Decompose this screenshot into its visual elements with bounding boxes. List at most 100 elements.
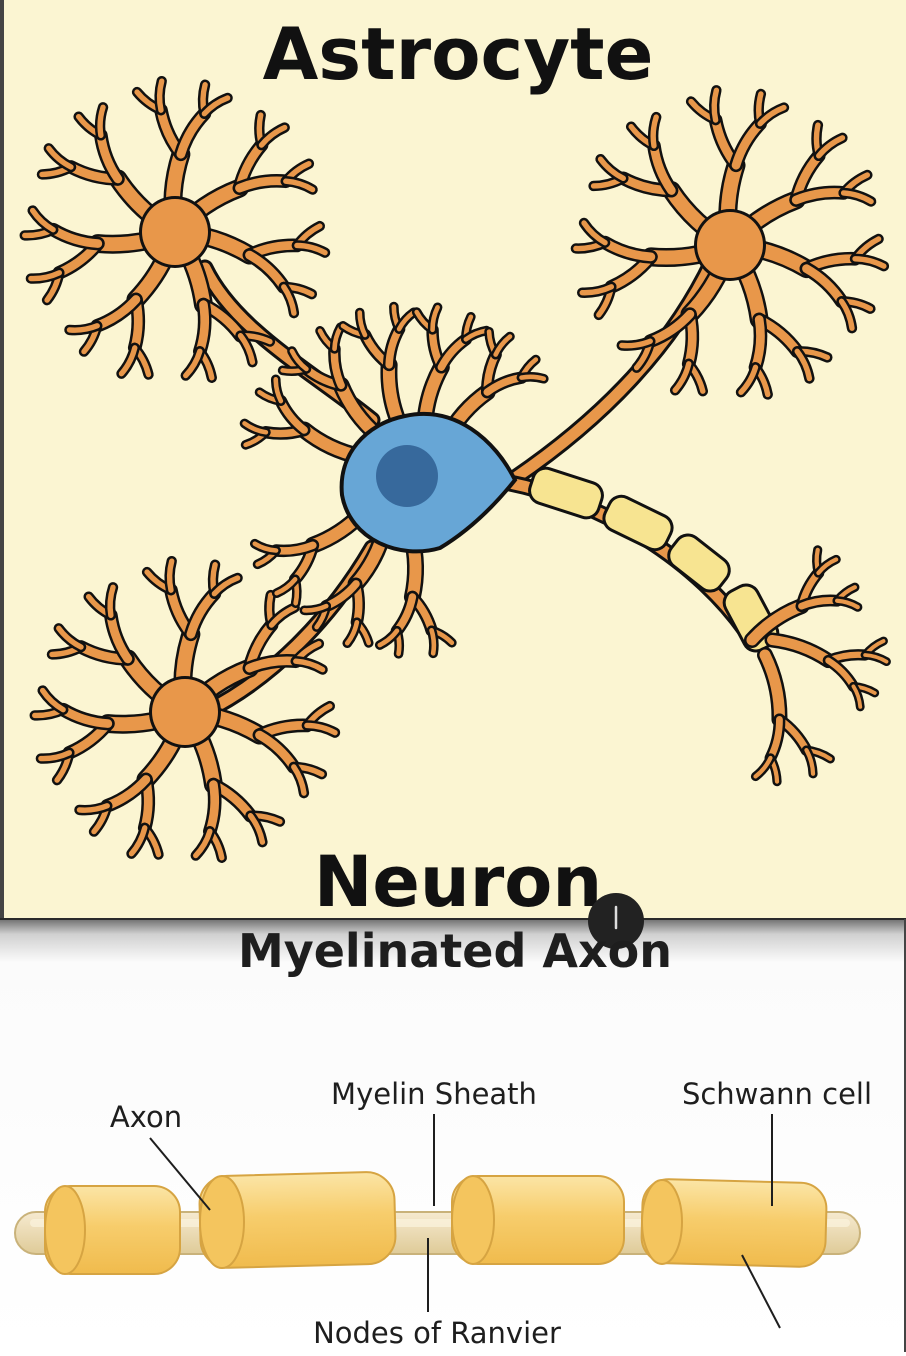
astro-tl-process-b-b <box>28 270 63 282</box>
astro-bl-process-b-b <box>76 803 110 813</box>
nodes-of-ranvier-label: Nodes of Ranvier <box>313 1316 561 1350</box>
astro-tr-process-b <box>751 315 765 372</box>
astro-tl-processes <box>19 75 331 383</box>
astro-tl-process-b-b <box>118 345 138 377</box>
neuron-axon <box>496 466 780 653</box>
dendrite-b-b <box>493 334 513 357</box>
bottom-panel: Myelinated Axon <box>0 893 906 1352</box>
axon-terminal-b-b <box>835 598 860 610</box>
right-edge-line <box>904 919 906 1352</box>
astro-tr-process-b-b <box>838 298 855 331</box>
astro-tr-process-b-b <box>650 114 659 149</box>
dendrite-b-b <box>302 603 329 613</box>
astro-tr-process-b-b <box>579 284 615 296</box>
astro-tl-process-b-b <box>46 145 74 170</box>
astro-bl-process-b-b <box>293 658 326 673</box>
astro-bl-process-b-b <box>38 750 73 762</box>
astro-tr-process-b-b <box>852 256 887 269</box>
astro-bl-process-b-b <box>247 813 266 845</box>
astrocyte-bottom-left <box>29 555 341 863</box>
dendrite-b-b <box>430 305 440 333</box>
dendrite-b-b <box>274 577 298 596</box>
astro-tl-process-b-b <box>237 333 256 365</box>
axon-terminal-b-b <box>851 684 863 709</box>
bottom-panel-background <box>0 919 906 1352</box>
astro-tr-process-b-b <box>619 338 653 349</box>
dendrite-b-b <box>357 310 368 338</box>
dendrite-b-b <box>377 628 400 648</box>
axon-terminal <box>759 649 785 725</box>
axon-terminals <box>744 545 891 787</box>
sheath-1 <box>44 1185 181 1275</box>
astro-tl-process-b-b <box>283 178 316 193</box>
astro-bl-process-b-b <box>39 687 66 713</box>
astro-bl-process-b-b <box>107 584 116 618</box>
astro-tl-body <box>142 199 208 265</box>
astro-tr-process-b-b <box>738 364 759 395</box>
axon-terminal-b-b <box>804 748 816 776</box>
top-panel: Astrocyte Neuron <box>0 0 906 923</box>
panel-divider <box>0 918 906 920</box>
schwann-cell-label: Schwann cell <box>682 1077 872 1111</box>
axon-leader <box>149 1137 211 1211</box>
axon-terminal-b-b <box>753 755 773 779</box>
dendrite-b-b <box>344 619 360 646</box>
astro-bl-process-b-b <box>128 825 148 857</box>
astrocyte-label: Astrocyte <box>263 12 654 96</box>
leader-lines <box>149 1114 781 1329</box>
astro-tr-process-b-b <box>597 156 627 182</box>
astro-tl-process-b-b <box>97 104 106 138</box>
astro-tr-process-b-b <box>672 361 692 393</box>
myelin-sheath-label: Myelin Sheath <box>331 1077 537 1111</box>
sheath-4 <box>640 1178 828 1268</box>
astro-bl-process-b-b <box>304 722 338 736</box>
astro-tr-process-b-b <box>711 87 720 123</box>
astro-bl-body <box>152 679 218 745</box>
astrocyte-top-left <box>19 75 331 383</box>
astro-bl-process-b-b <box>268 604 298 628</box>
sheath-2 <box>198 1171 397 1269</box>
dendrite-b-b <box>242 421 269 435</box>
dendrite-b-b <box>289 348 309 372</box>
astrocyte-top-right <box>570 85 890 400</box>
astro-bl-process-b-b <box>56 625 84 650</box>
neuron-nucleus <box>376 445 438 507</box>
astro-tl-process-b-b <box>258 124 288 148</box>
astro-bl-process-b-b <box>193 828 213 859</box>
astro-tr-process-b-b <box>757 104 787 127</box>
astro-tr-process-b-b <box>581 220 608 246</box>
astro-bl-processes <box>29 555 341 863</box>
axon-terminal-b-b <box>816 557 839 576</box>
astro-tr-process-b-b <box>840 190 874 205</box>
axon-label: Axon <box>110 1100 182 1134</box>
astro-tr-body <box>697 212 763 278</box>
astro-tl-process-b-b <box>281 284 297 316</box>
astro-tl-process-b-b <box>29 207 56 233</box>
astro-tl-process-b-b <box>294 242 328 256</box>
astro-bl-process-b-b <box>166 558 175 593</box>
astro-tr-process-b-b <box>816 135 846 159</box>
astro-bl-process-b-b <box>211 575 241 597</box>
neuron-label: Neuron <box>314 841 602 923</box>
sheath-3 <box>451 1175 625 1265</box>
sheath-extra-leader <box>741 1254 781 1329</box>
axon-terminal-b-b <box>863 653 889 664</box>
astro-tl-process-b-b <box>156 78 165 113</box>
dendrite-b-b <box>429 628 437 656</box>
astro-tl-process-b <box>195 300 210 356</box>
myelin-sheaths <box>44 1171 828 1275</box>
astro-tl-process-b-b <box>183 348 203 379</box>
dendrite-b-b <box>252 541 279 553</box>
left-edge-line <box>0 0 4 918</box>
astro-tr-process-b-b <box>794 348 813 382</box>
astro-bl-process-b-b <box>291 764 307 796</box>
dendrite-b-b <box>519 374 547 382</box>
dendrite-b-b <box>273 377 284 404</box>
astro-tl-process-b-b <box>201 95 231 117</box>
scroll-down-icon[interactable] <box>588 893 644 949</box>
astro-bl-process-b <box>205 780 220 836</box>
astro-tl-process-b-b <box>66 323 100 333</box>
neuron-cell-body <box>339 412 518 554</box>
myelinated-axon-title: Myelinated Axon <box>238 924 672 978</box>
